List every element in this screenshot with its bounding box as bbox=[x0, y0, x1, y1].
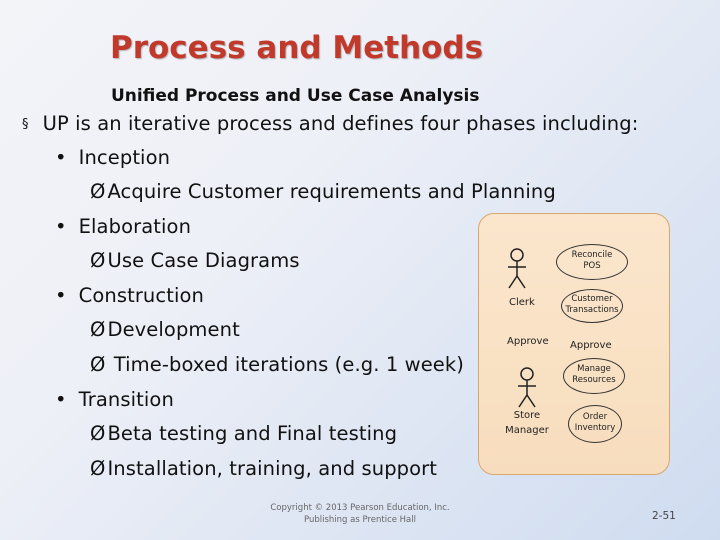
slide-title: Process and Methods bbox=[110, 30, 484, 66]
use-case-customer-transactions: Customer Transactions bbox=[561, 289, 623, 323]
use-case-label: Inventory bbox=[574, 423, 616, 434]
page-number: 2-51 bbox=[652, 510, 676, 522]
store-manager-label-line: Store bbox=[513, 410, 541, 421]
arrow-bullet-icon: Ø bbox=[90, 180, 106, 203]
use-case-label: Manage bbox=[577, 364, 611, 374]
arrow-bullet-icon: Ø bbox=[90, 318, 106, 341]
use-case-order-inventory: Order Inventory bbox=[568, 405, 622, 443]
sub-bullet-timeboxed: Ø Time-boxed iterations (e.g. 1 week) bbox=[90, 353, 464, 376]
dot-bullet-icon: • bbox=[55, 215, 67, 238]
bullet-transition: • Transition bbox=[55, 388, 174, 411]
arrow-bullet-icon: Ø bbox=[90, 422, 106, 445]
arrow-bullet-icon: Ø bbox=[90, 353, 106, 376]
bullet-text: Elaboration bbox=[78, 215, 192, 238]
dot-bullet-icon: • bbox=[55, 284, 67, 307]
clerk-actor-icon bbox=[508, 248, 526, 289]
bullet-text: Installation, training, and support bbox=[107, 457, 438, 480]
clerk-actor-label: Clerk bbox=[509, 297, 535, 308]
bullet-construction: • Construction bbox=[55, 284, 204, 307]
store-manager-label-line: Manager bbox=[505, 424, 549, 436]
bullet-intro: § UP is an iterative process and defines … bbox=[22, 112, 638, 135]
store-manager-actor-icon bbox=[518, 367, 536, 408]
approve-relation-label: Approve bbox=[570, 340, 612, 351]
use-case-diagram: Clerk Store Manager Reconcile POS Custom… bbox=[478, 213, 670, 475]
bullet-text: Use Case Diagrams bbox=[107, 249, 300, 272]
use-case-label: Order bbox=[582, 412, 608, 422]
bullet-text: Beta testing and Final testing bbox=[107, 422, 398, 445]
bullet-text: UP is an iterative process and defines f… bbox=[42, 112, 639, 135]
bullet-text: Inception bbox=[78, 146, 171, 169]
arrow-bullet-icon: Ø bbox=[90, 457, 106, 480]
use-case-label: Customer bbox=[571, 294, 613, 304]
use-case-label: Reconcile bbox=[571, 250, 613, 260]
bullet-text: Time-boxed iterations (e.g. 1 week) bbox=[107, 353, 464, 376]
bullet-elaboration: • Elaboration bbox=[55, 215, 191, 238]
bullet-text: Development bbox=[107, 318, 240, 341]
store-manager-actor-label: Store Manager bbox=[503, 409, 551, 438]
bullet-text: Transition bbox=[78, 388, 174, 411]
dot-bullet-icon: • bbox=[55, 388, 67, 411]
use-case-reconcile-pos: Reconcile POS bbox=[556, 244, 628, 280]
copyright-line: Copyright © 2013 Pearson Education, Inc. bbox=[270, 503, 450, 513]
slide-subtitle: Unified Process and Use Case Analysis bbox=[111, 86, 480, 106]
use-case-manage-resources: Manage Resources bbox=[563, 358, 625, 394]
copyright-footer: Copyright © 2013 Pearson Education, Inc.… bbox=[260, 503, 460, 527]
use-case-label: Resources bbox=[572, 375, 616, 386]
dot-bullet-icon: • bbox=[55, 146, 67, 169]
bullet-text: Acquire Customer requirements and Planni… bbox=[107, 180, 556, 203]
use-case-label: Transactions bbox=[565, 305, 619, 316]
square-bullet-icon: § bbox=[22, 117, 29, 132]
copyright-line: Publishing as Prentice Hall bbox=[303, 514, 416, 525]
use-case-label: POS bbox=[583, 261, 601, 272]
bullet-text: Construction bbox=[78, 284, 204, 307]
bullet-inception: • Inception bbox=[55, 146, 170, 169]
approve-relation-label: Approve bbox=[507, 336, 549, 347]
arrow-bullet-icon: Ø bbox=[90, 249, 106, 272]
